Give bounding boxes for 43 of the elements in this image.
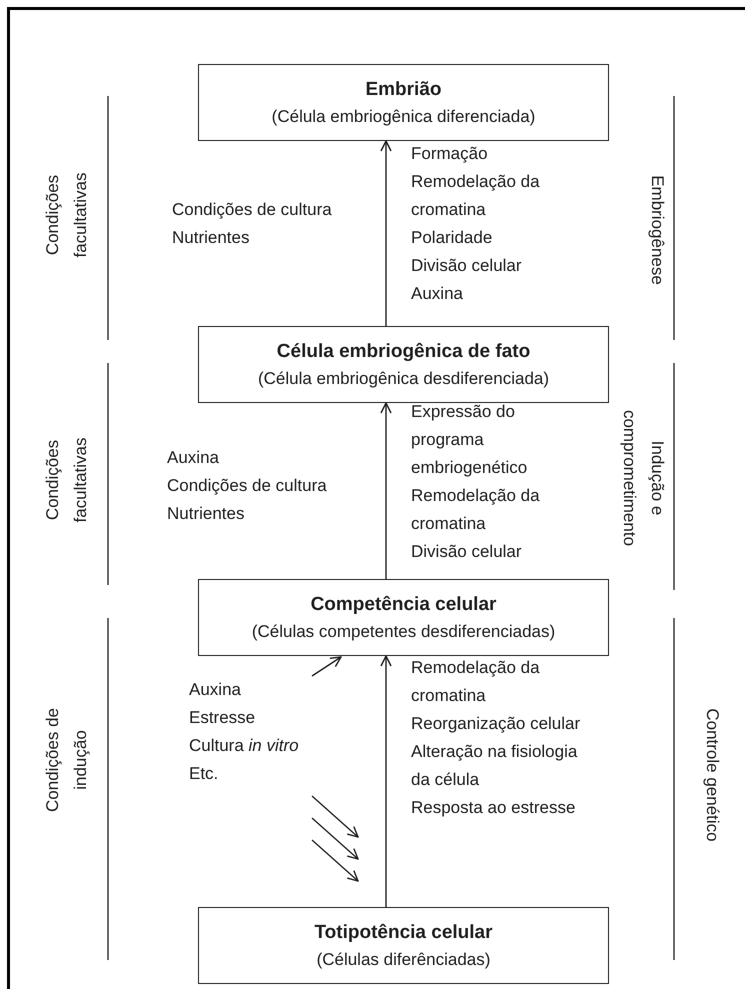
list-item: Auxina [167,447,220,469]
list-item: Remodelação da cromatina [411,657,541,707]
list-item: Nutrientes [167,503,246,525]
side-label: Condições facultativas [42,171,91,260]
list-item: Formação [411,143,489,165]
stage-box [198,579,609,656]
side-label: Indução e comprometimento [619,408,668,548]
list-item: Remodelação da cromatina [411,485,541,535]
stage-subtitle: (Células diferênciadas) [316,948,490,970]
list-item: Auxina [411,283,464,305]
side-label: Controle genético [702,707,723,844]
stage-box [198,326,609,403]
stage-subtitle: (Célula embriogênica diferenciada) [272,106,536,128]
stage-box [198,907,609,984]
factor-text: Auxina [189,679,241,701]
list-item: Resposta ao estresse [411,797,576,819]
stage-title: Totipotência celular [314,920,493,944]
side-label: Condições de indução [42,707,91,814]
list-item: Condições de cultura [172,199,333,221]
arrow [312,656,342,677]
side-label: Condições facultativas [42,436,91,525]
list-item: Remodelação da cromatina [411,171,541,221]
stage-box [198,64,609,141]
stage-title: Competência celular [310,592,496,616]
stage-subtitle: (Células competentes desdiferenciadas) [252,620,556,642]
side-label: Embriogênese [647,174,668,287]
list-item: Reorganização celular [411,713,582,735]
arrow [380,140,392,326]
stage-subtitle: (Célula embriogênica desdiferenciada) [258,368,550,390]
factor-text: Etc. [189,763,218,785]
factor-text: Estresse [189,707,256,729]
list-item: Alteração na fisiologia da célula [411,741,578,791]
list-item: Divisão celular [411,541,523,563]
list-item: Condições de cultura [167,475,328,497]
list-item: Polaridade [411,227,494,249]
arrow [380,655,392,907]
list-item: Expressão do programa embriogenético [411,401,528,479]
arrow [380,402,392,579]
list-item: Divisão celular [411,255,523,277]
factor-text: Cultura in vitro [189,735,299,757]
list-item: Nutrientes [172,227,250,249]
stage-title: Embrião [365,78,442,102]
stage-title: Célula embriogênica de fato [276,340,530,364]
